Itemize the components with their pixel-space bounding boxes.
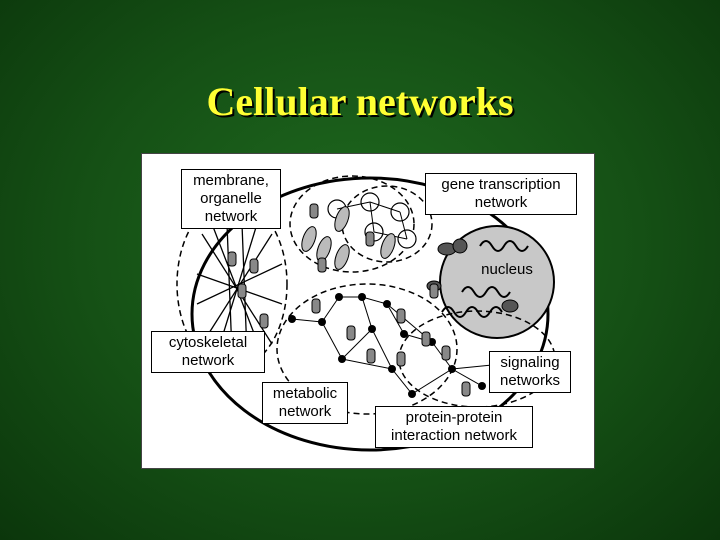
nucleus-proteins	[426, 238, 519, 313]
slide-title: Cellular networks	[206, 79, 514, 124]
protein-interaction-label: protein-protein interaction network	[375, 406, 533, 448]
cell-membrane-outline	[190, 176, 550, 452]
cell-illustration	[176, 175, 556, 452]
dna-strands	[441, 240, 529, 318]
protein-glyphs	[227, 203, 471, 397]
signaling-networks-label: signaling networks	[489, 351, 571, 393]
nucleus-label: nucleus	[470, 259, 544, 281]
organelle-region	[289, 175, 415, 273]
cytoskeletal-network-label: cytoskeletal network	[151, 331, 265, 373]
metabolic-network-label: metabolic network	[262, 382, 348, 424]
membrane-network-label: membrane, organelle network	[181, 169, 281, 229]
cell-network-diagram: membrane, organelle network gene transcr…	[141, 153, 595, 469]
gene-transcription-label: gene transcription network	[425, 173, 577, 215]
metabolic-region	[276, 283, 458, 415]
